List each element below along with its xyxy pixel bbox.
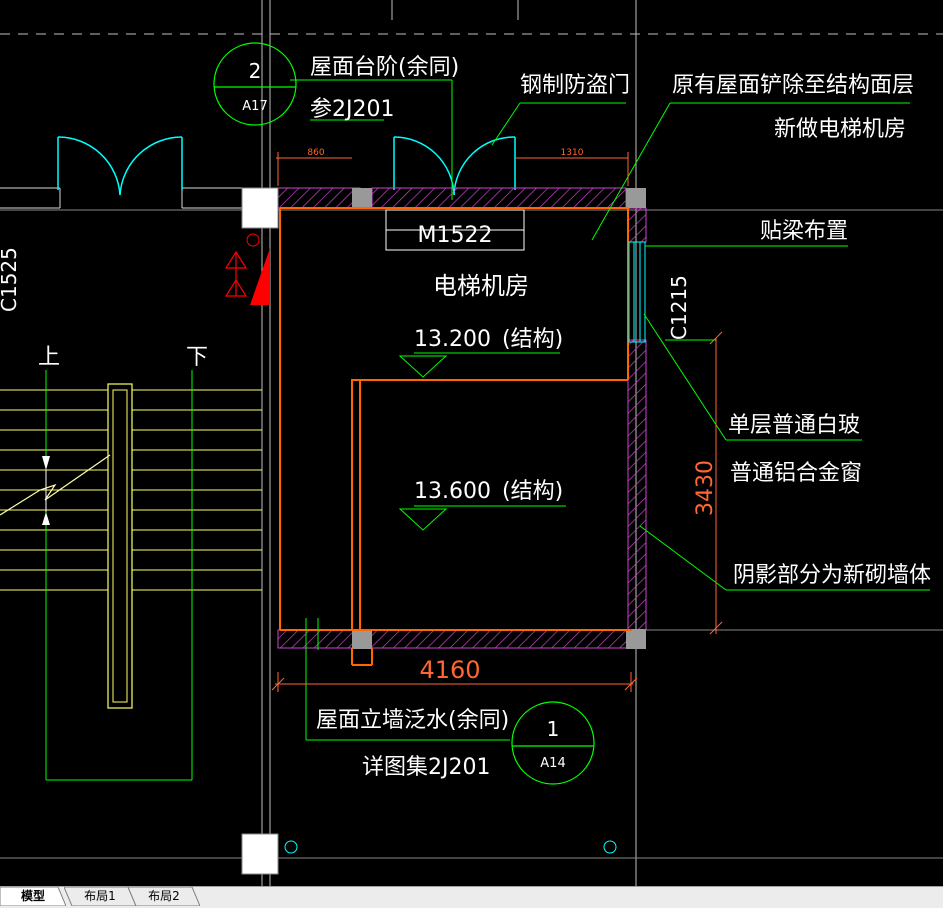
level-13200-value: 13.200 <box>414 327 491 352</box>
callout-1-sheet: A14 <box>540 756 565 771</box>
callout-2-number: 2 <box>249 59 262 83</box>
note-new-room: 新做电梯机房 <box>774 117 906 142</box>
layout-tab-bar: 模型 布局1 布局2 <box>0 886 943 908</box>
room-outline <box>279 207 632 666</box>
columns <box>241 187 646 875</box>
level-13600-note: (结构) <box>502 479 563 504</box>
note-remove-roof: 原有屋面铲除至结构面层 <box>672 73 914 98</box>
window-c1215 <box>628 241 646 343</box>
axis-markers <box>284 840 617 854</box>
dimension-lines <box>271 152 723 692</box>
tab-layout1-label: 布局1 <box>84 889 116 903</box>
note-window: 普通铝合金窗 <box>730 461 862 486</box>
dimension-small-right: 1310 <box>561 148 584 158</box>
tab-layout1[interactable]: 布局1 <box>64 887 136 906</box>
room-name: 电梯机房 <box>433 272 529 300</box>
note-flashing: 屋面立墙泛水(余同) <box>316 708 509 733</box>
detail-callouts <box>213 42 595 785</box>
axis-lines <box>0 0 943 886</box>
callout-1-number: 1 <box>547 717 560 741</box>
stair-plan <box>0 370 262 781</box>
window-tag: C1215 <box>667 275 691 340</box>
stair-down-label: 下 <box>186 345 208 370</box>
note-new-wall: 阴影部分为新砌墙体 <box>733 563 931 588</box>
tab-layout2-label: 布局2 <box>148 889 180 903</box>
leader-lines <box>290 79 930 741</box>
door-tag: M1522 <box>418 223 493 248</box>
tab-layout2[interactable]: 布局2 <box>128 887 200 906</box>
stair-up-label: 上 <box>38 345 60 370</box>
dimension-small-left: 860 <box>307 148 324 158</box>
callout-2-sheet: A17 <box>242 99 267 114</box>
dimension-height: 3430 <box>693 460 718 516</box>
new-walls <box>277 187 647 649</box>
note-roof-step: 屋面台阶(余同) <box>310 55 459 80</box>
door-tag-box <box>385 209 525 251</box>
left-window-tag: C1525 <box>0 247 21 312</box>
note-flashing-ref: 详图集2J201 <box>362 755 490 780</box>
note-glass: 单层普通白玻 <box>728 413 860 438</box>
note-steel-door: 钢制防盗门 <box>520 73 630 98</box>
cad-drawing-canvas[interactable]: 2 A17 1 A14 屋面台阶(余同) 参2J201 钢制防盗门 原有屋面铲除… <box>0 0 943 886</box>
drawing-text: 2 A17 1 A14 屋面台阶(余同) 参2J201 钢制防盗门 原有屋面铲除… <box>0 55 931 780</box>
note-beam-wall: 贴梁布置 <box>760 219 848 244</box>
door-swings <box>57 136 516 196</box>
dimension-width: 4160 <box>419 656 480 684</box>
note-roof-step-ref: 参2J201 <box>310 97 394 122</box>
tab-model-label: 模型 <box>20 889 45 903</box>
level-13200-note: (结构) <box>502 327 563 352</box>
level-13600-value: 13.600 <box>414 479 491 504</box>
left-walls <box>0 187 242 209</box>
tab-model[interactable]: 模型 <box>0 887 66 906</box>
red-marker <box>224 233 270 305</box>
